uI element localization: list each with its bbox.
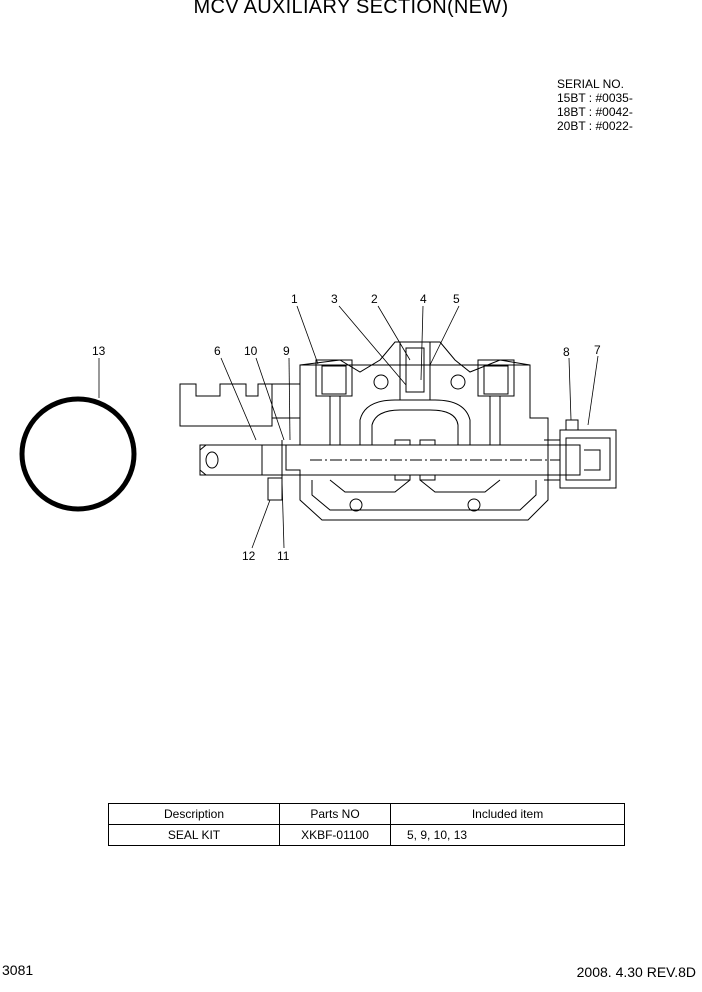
column-header: Included item: [390, 803, 625, 825]
o-ring-part-13: [19, 396, 137, 512]
callout-5: 5: [453, 292, 460, 306]
serial-line: 18BT : #0042-: [557, 105, 633, 119]
serial-heading: SERIAL NO.: [557, 77, 624, 91]
callout-6: 6: [214, 344, 221, 358]
callout-2: 2: [371, 292, 378, 306]
callout-1: 1: [291, 292, 298, 306]
serial-line: 20BT : #0022-: [557, 119, 633, 133]
parts-no-cell: XKBF-01100: [279, 824, 391, 846]
description-cell: SEAL KIT: [108, 824, 280, 846]
valve-body: [179, 341, 617, 521]
callout-10: 10: [244, 344, 258, 358]
callout-9: 9: [283, 344, 290, 358]
table-header-row: Description Parts NO Included item: [108, 803, 625, 825]
page-number: 3081: [2, 962, 34, 978]
callout-4: 4: [420, 292, 427, 306]
callout-11: 11: [277, 549, 290, 563]
callout-3: 3: [331, 292, 338, 306]
serial-line: 15BT : #0035-: [557, 91, 633, 105]
seal-kit-table: Description Parts NO Included item SEAL …: [108, 803, 625, 846]
serial-number-block: SERIAL NO. 15BT : #0035- 18BT : #0042- 2…: [557, 77, 633, 133]
column-header: Parts NO: [279, 803, 391, 825]
callout-8: 8: [563, 345, 570, 359]
callout-12: 12: [242, 549, 256, 563]
callout-13: 13: [92, 344, 106, 358]
table-row: SEAL KIT XKBF-01100 5, 9, 10, 13: [108, 824, 625, 846]
page-title: MCV AUXILIARY SECTION(NEW): [193, 0, 509, 18]
leader-lines: [98, 305, 599, 549]
column-header: Description: [108, 803, 280, 825]
callout-7: 7: [594, 343, 601, 357]
included-item-cell: 5, 9, 10, 13: [390, 824, 625, 846]
callout-labels: 13 1 3 2 4 5 6 10 9 8 7 12 11: [92, 292, 601, 563]
revision-date: 2008. 4.30 REV.8D: [576, 964, 696, 980]
